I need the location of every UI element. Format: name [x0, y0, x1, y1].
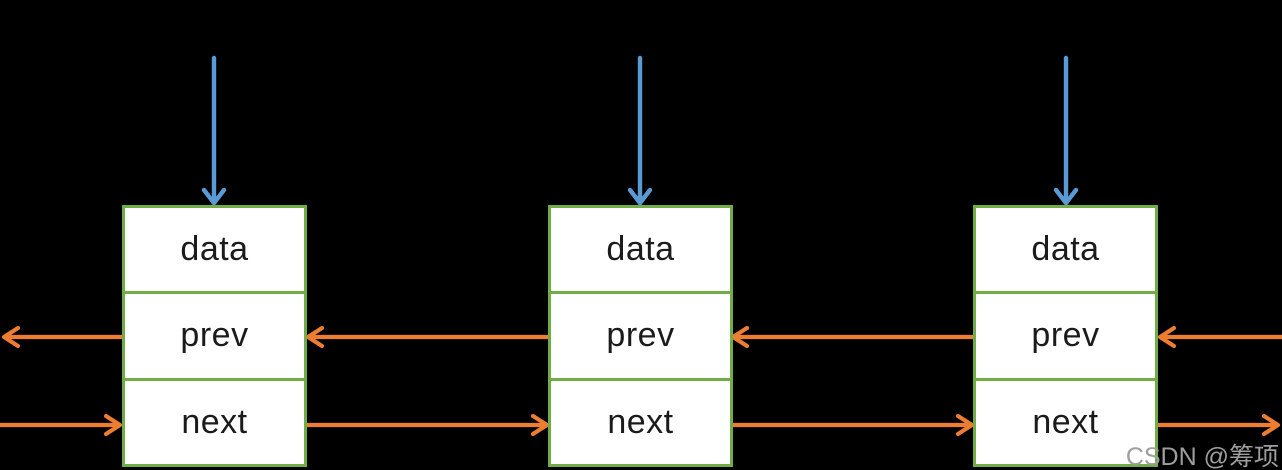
prev-link-arrow-node1-to-left-edge: [1, 325, 125, 349]
next-cell: next: [125, 377, 304, 464]
prev-cell: prev: [551, 291, 730, 377]
next-link-arrow-node3-to-right-edge: [1156, 413, 1281, 437]
prev-cell: prev: [125, 291, 304, 377]
pointer-down-arrow-node1: [201, 55, 227, 206]
next-link-arrow-left-edge-to-node1: [0, 413, 123, 437]
watermark: CSDN @筹项: [1125, 443, 1279, 470]
data-cell: data: [606, 230, 675, 269]
prev-link-arrow-node2-to-node1: [305, 325, 552, 349]
prev-cell: prev: [976, 291, 1155, 377]
next-link-arrow-node1-to-node2: [304, 413, 550, 437]
next-cell: next: [551, 377, 730, 464]
data-cell: data: [180, 230, 249, 269]
next-cell: next: [976, 377, 1155, 464]
list-node-1: data prev next: [122, 205, 307, 467]
pointer-down-arrow-node3: [1053, 55, 1079, 206]
pointer-down-arrow-node2: [627, 55, 653, 206]
list-node-3: data prev next: [973, 205, 1158, 467]
prev-link-arrow-node3-to-node2: [730, 325, 977, 349]
prev-link-arrow-right-edge-to-node3: [1157, 325, 1282, 349]
data-cell: data: [1031, 230, 1100, 269]
next-link-arrow-node2-to-node3: [729, 413, 975, 437]
list-node-2: data prev next: [548, 205, 733, 467]
